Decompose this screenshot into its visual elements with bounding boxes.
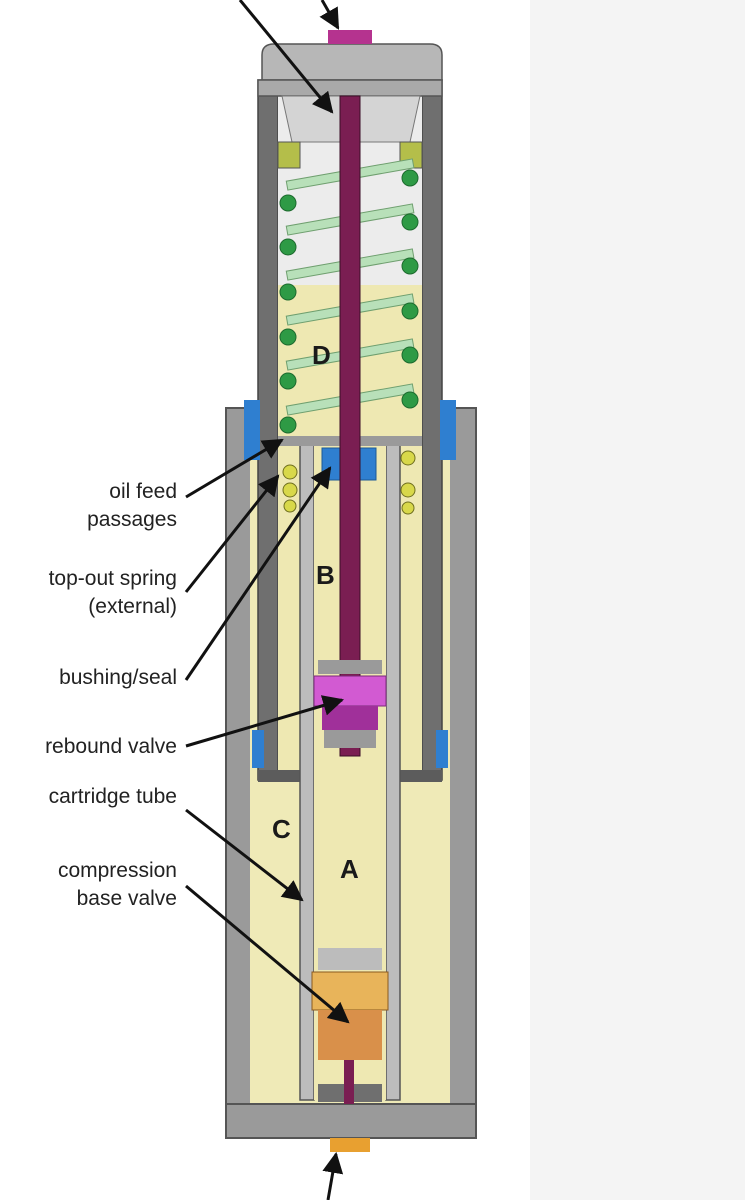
top-cap (261, 43, 443, 81)
damper-rod (339, 95, 361, 757)
label-bushing-line: bushing/seal (59, 666, 177, 689)
label-compression-line2: base valve (76, 887, 177, 910)
adjuster-top (328, 30, 372, 44)
label-oil-feed-line2: passages (87, 508, 177, 531)
adjuster-bottom (330, 1138, 370, 1152)
spring-spacer-left (277, 141, 301, 169)
region-b: B (316, 560, 335, 590)
top-out-spring (282, 450, 416, 515)
region-c: C (272, 814, 291, 844)
upper-tube-wall-right (421, 79, 443, 781)
label-top-out-spring: top-out spring (external) (49, 565, 177, 621)
label-oil-feed-line1: oil feed (109, 480, 177, 503)
oil-feed-seals (244, 400, 456, 768)
region-a: A (340, 854, 359, 884)
label-rebound-line: rebound valve (45, 735, 177, 758)
outer-leg-bottom (225, 1103, 477, 1139)
label-top-out-line2: (external) (88, 595, 177, 618)
main-spring-coil-ends (279, 169, 419, 434)
label-compression-line1: compression (57, 859, 177, 882)
upper-tube-wall-left (257, 79, 279, 781)
background-panel (530, 0, 745, 1200)
label-cartridge-tube: cartridge tube (49, 783, 177, 811)
leader-lines (184, 0, 350, 1200)
label-cartridge-line: cartridge tube (48, 785, 177, 808)
label-rebound-valve: rebound valve (45, 733, 177, 761)
top-cap-flange (257, 79, 443, 97)
label-bushing-seal: bushing/seal (59, 664, 177, 692)
label-compression-base-valve: compression base valve (58, 857, 177, 913)
label-top-out-line1: top-out spring (48, 567, 177, 590)
label-oil-feed-passages: oil feed passages (87, 478, 177, 534)
region-d: D (312, 340, 331, 370)
